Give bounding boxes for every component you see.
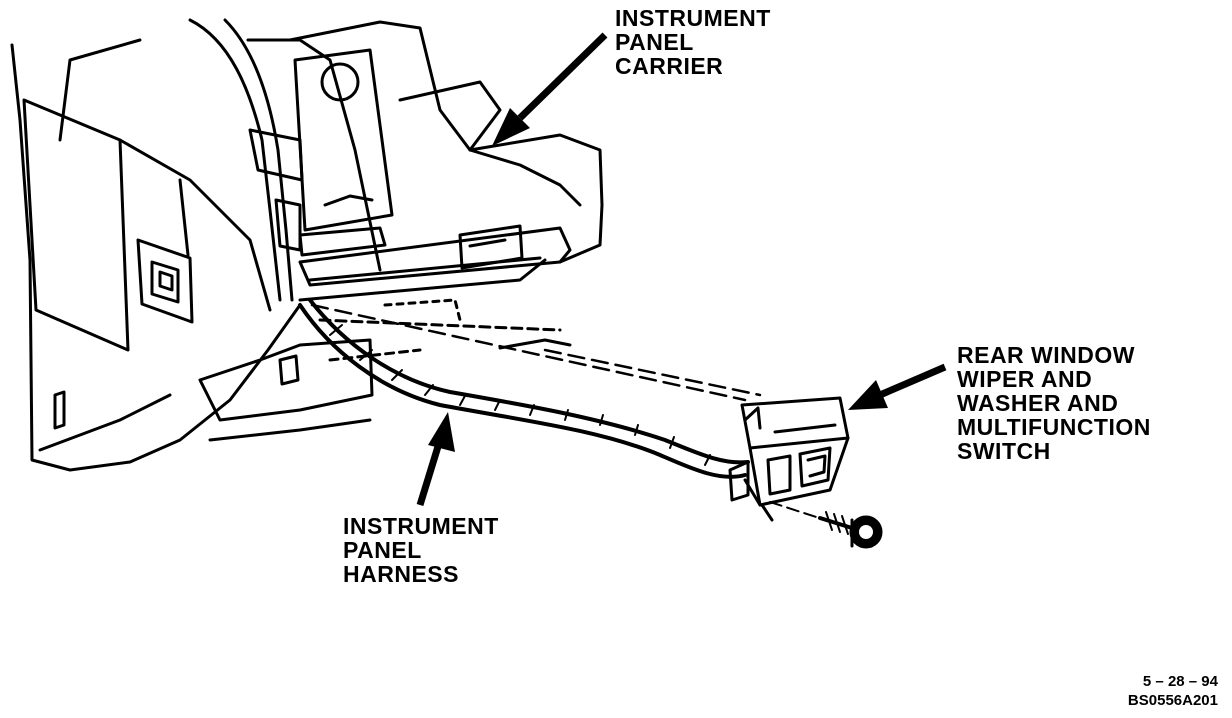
callout-line: MULTIFUNCTION: [957, 414, 1151, 440]
callout-line: INSTRUMENT: [615, 5, 771, 31]
callout-line: HARNESS: [343, 561, 459, 587]
callout-line: SWITCH: [957, 438, 1051, 464]
switch-arrow: [848, 363, 947, 410]
callout-line: CARRIER: [615, 53, 724, 79]
figure-code: 5 – 28 – 94 BS0556A201: [1128, 672, 1218, 710]
carrier-arrow: [492, 32, 608, 146]
callout-instrument-panel-harness: INSTRUMENT PANEL HARNESS: [343, 514, 499, 586]
alignment-line: [310, 303, 762, 402]
rear-wiper-switch: [728, 396, 850, 522]
mounting-screw: [769, 501, 883, 549]
figure-id: BS0556A201: [1127, 692, 1218, 709]
harness-arrow: [416, 412, 455, 507]
callout-line: INSTRUMENT: [343, 513, 499, 539]
callout-line: PANEL: [615, 29, 694, 55]
callout-line: PANEL: [343, 537, 422, 563]
callout-rear-window-switch: REAR WINDOW WIPER AND WASHER AND MULTIFU…: [957, 343, 1151, 463]
instrument-panel-harness: [298, 298, 750, 479]
callout-line: REAR WINDOW: [957, 342, 1135, 368]
callout-line: WIPER AND: [957, 366, 1093, 392]
instrument-panel-carrier: [198, 20, 604, 442]
figure-date: 5 – 28 – 94: [1142, 673, 1218, 690]
harness-wrap-marks: [329, 324, 711, 466]
callout-instrument-panel-carrier: INSTRUMENT PANEL CARRIER: [615, 6, 771, 78]
console-pillar: [188, 18, 382, 302]
callout-line: WASHER AND: [957, 390, 1119, 416]
instrument-panel-side: [10, 38, 302, 472]
